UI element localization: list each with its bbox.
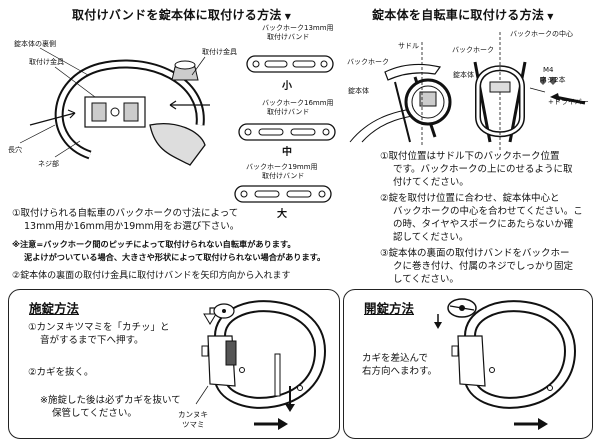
bike-step2-line3: の時、タイヤやスポークにあたらないか確 [393, 219, 574, 230]
label-long-hole: 長穴 [8, 146, 22, 154]
label-knob-line1: カンヌキ [178, 410, 208, 419]
triangle-icon: ▼ [547, 12, 554, 21]
label-saddle: サドル [398, 42, 419, 50]
lock-note-line2: 保管してください。 [52, 408, 137, 419]
lock-back-diagram [19, 47, 210, 166]
unlock-diagram [434, 298, 577, 430]
band-large-drawing [234, 185, 332, 203]
triangle-icon: ▼ [284, 12, 292, 21]
band-section-title: 取付けバンドを錠本体に取付ける方法▼ [72, 6, 291, 23]
label-backfork: バックホーク [452, 46, 494, 54]
bike-step2-line4: 認してください。 [393, 232, 469, 243]
bike-step3-line1: ③錠本体の裏面の取付けバンドをバックホー [380, 248, 570, 259]
unlock-method-box [343, 289, 593, 439]
band-small-drawing [246, 55, 334, 73]
label-backfork-center: バックホークの中心 [510, 30, 573, 38]
label-lock-back: 錠本体の裏側 [14, 40, 56, 48]
band-warning-line2: 泥よけがついている場合、大きさや形状によって取付けられない場合があります。 [24, 252, 326, 262]
bike-step3-line2: クに巻き付け、付属のネジでしっかり固定 [393, 261, 574, 272]
lock-method-title: 施錠方法 [29, 301, 80, 316]
bike-step2-line1: ②錠を取付け位置に合わせ、錠本体中心と [380, 193, 560, 204]
lock-step2: ②カギを抜く。 [28, 367, 94, 378]
band-medium-label2: 取付けバンド [267, 108, 310, 116]
band-large-size: 大 [277, 209, 287, 220]
label-bracket-right: 取付け金具 [202, 48, 237, 56]
lock-note-line1: ※施錠した後は必ずカギを抜いて [40, 395, 181, 406]
unlock-line1: カギを差込んで [362, 353, 429, 364]
band-medium-size: 中 [282, 147, 292, 158]
bike-section-title: 錠本体を自転車に取付ける方法▼ [372, 6, 554, 23]
label-bracket-left: 取付け金具 [29, 58, 64, 66]
band-medium-label1: バックホーク16mm用 [262, 99, 334, 107]
band-small-size: 小 [282, 81, 292, 92]
lock-step1-line1: ①カンヌキツマミを「カチッ」と [28, 322, 170, 333]
label-lock-body-left: 錠本体 [348, 87, 369, 95]
band-note2: ②錠本体の裏面の取付け金具に取付けバンドを矢印方向から入れます [12, 271, 291, 281]
band-note1-line1: ①取付けられる自転車のバックホークの寸法によって [12, 208, 239, 219]
label-driver: +ドライバー [548, 98, 589, 106]
label-screw-part: ネジ部 [38, 160, 59, 168]
label-m4: M4 [543, 66, 554, 74]
unlock-line2: 右方向へまわす。 [362, 366, 438, 377]
bike-step1-line1: ①取付位置はサドル下のバックホーク位置 [380, 151, 560, 162]
bike-step1-line2: です。バックホークの上にのせるように取 [393, 164, 573, 175]
band-section-title-text: 取付けバンドを錠本体に取付ける方法 [72, 8, 282, 22]
band-large-label2: 取付けバンド [262, 172, 305, 180]
lock-step1-line2: 音がするまで下へ押す。 [40, 335, 144, 346]
lock-method-box [8, 289, 340, 439]
label-backfork-left: バックホーク [347, 58, 389, 66]
band-note1-line2: 13mm用か16mm用か19mm用をお選び下さい。 [24, 221, 240, 232]
bike-section-title-text: 錠本体を自転車に取付ける方法 [372, 8, 545, 22]
bike-mount-diagram [349, 32, 586, 150]
unlock-method-title: 開錠方法 [364, 301, 415, 316]
bike-step1-line3: 付けてください。 [393, 177, 469, 188]
bike-step2-line2: バックホークの中心を合わせてください。こ [393, 206, 583, 217]
band-large-label1: バックホーク19mm用 [246, 163, 318, 171]
band-medium-drawing [238, 123, 336, 141]
label-knob-line2: ツマミ [182, 420, 205, 429]
lock-diagram [195, 300, 327, 430]
band-small-label2: 取付けバンド [267, 33, 310, 41]
bike-step3-line3: してください。 [393, 274, 459, 285]
band-warning-line1: ※注意=バックホーク間のピッチによって取付けられない自転車があります。 [12, 239, 296, 249]
label-lock-body-right: 錠本体 [453, 71, 474, 79]
label-screw-2pcs: ネジ2本 [540, 76, 566, 84]
band-small-label1: バックホーク13mm用 [262, 24, 334, 32]
